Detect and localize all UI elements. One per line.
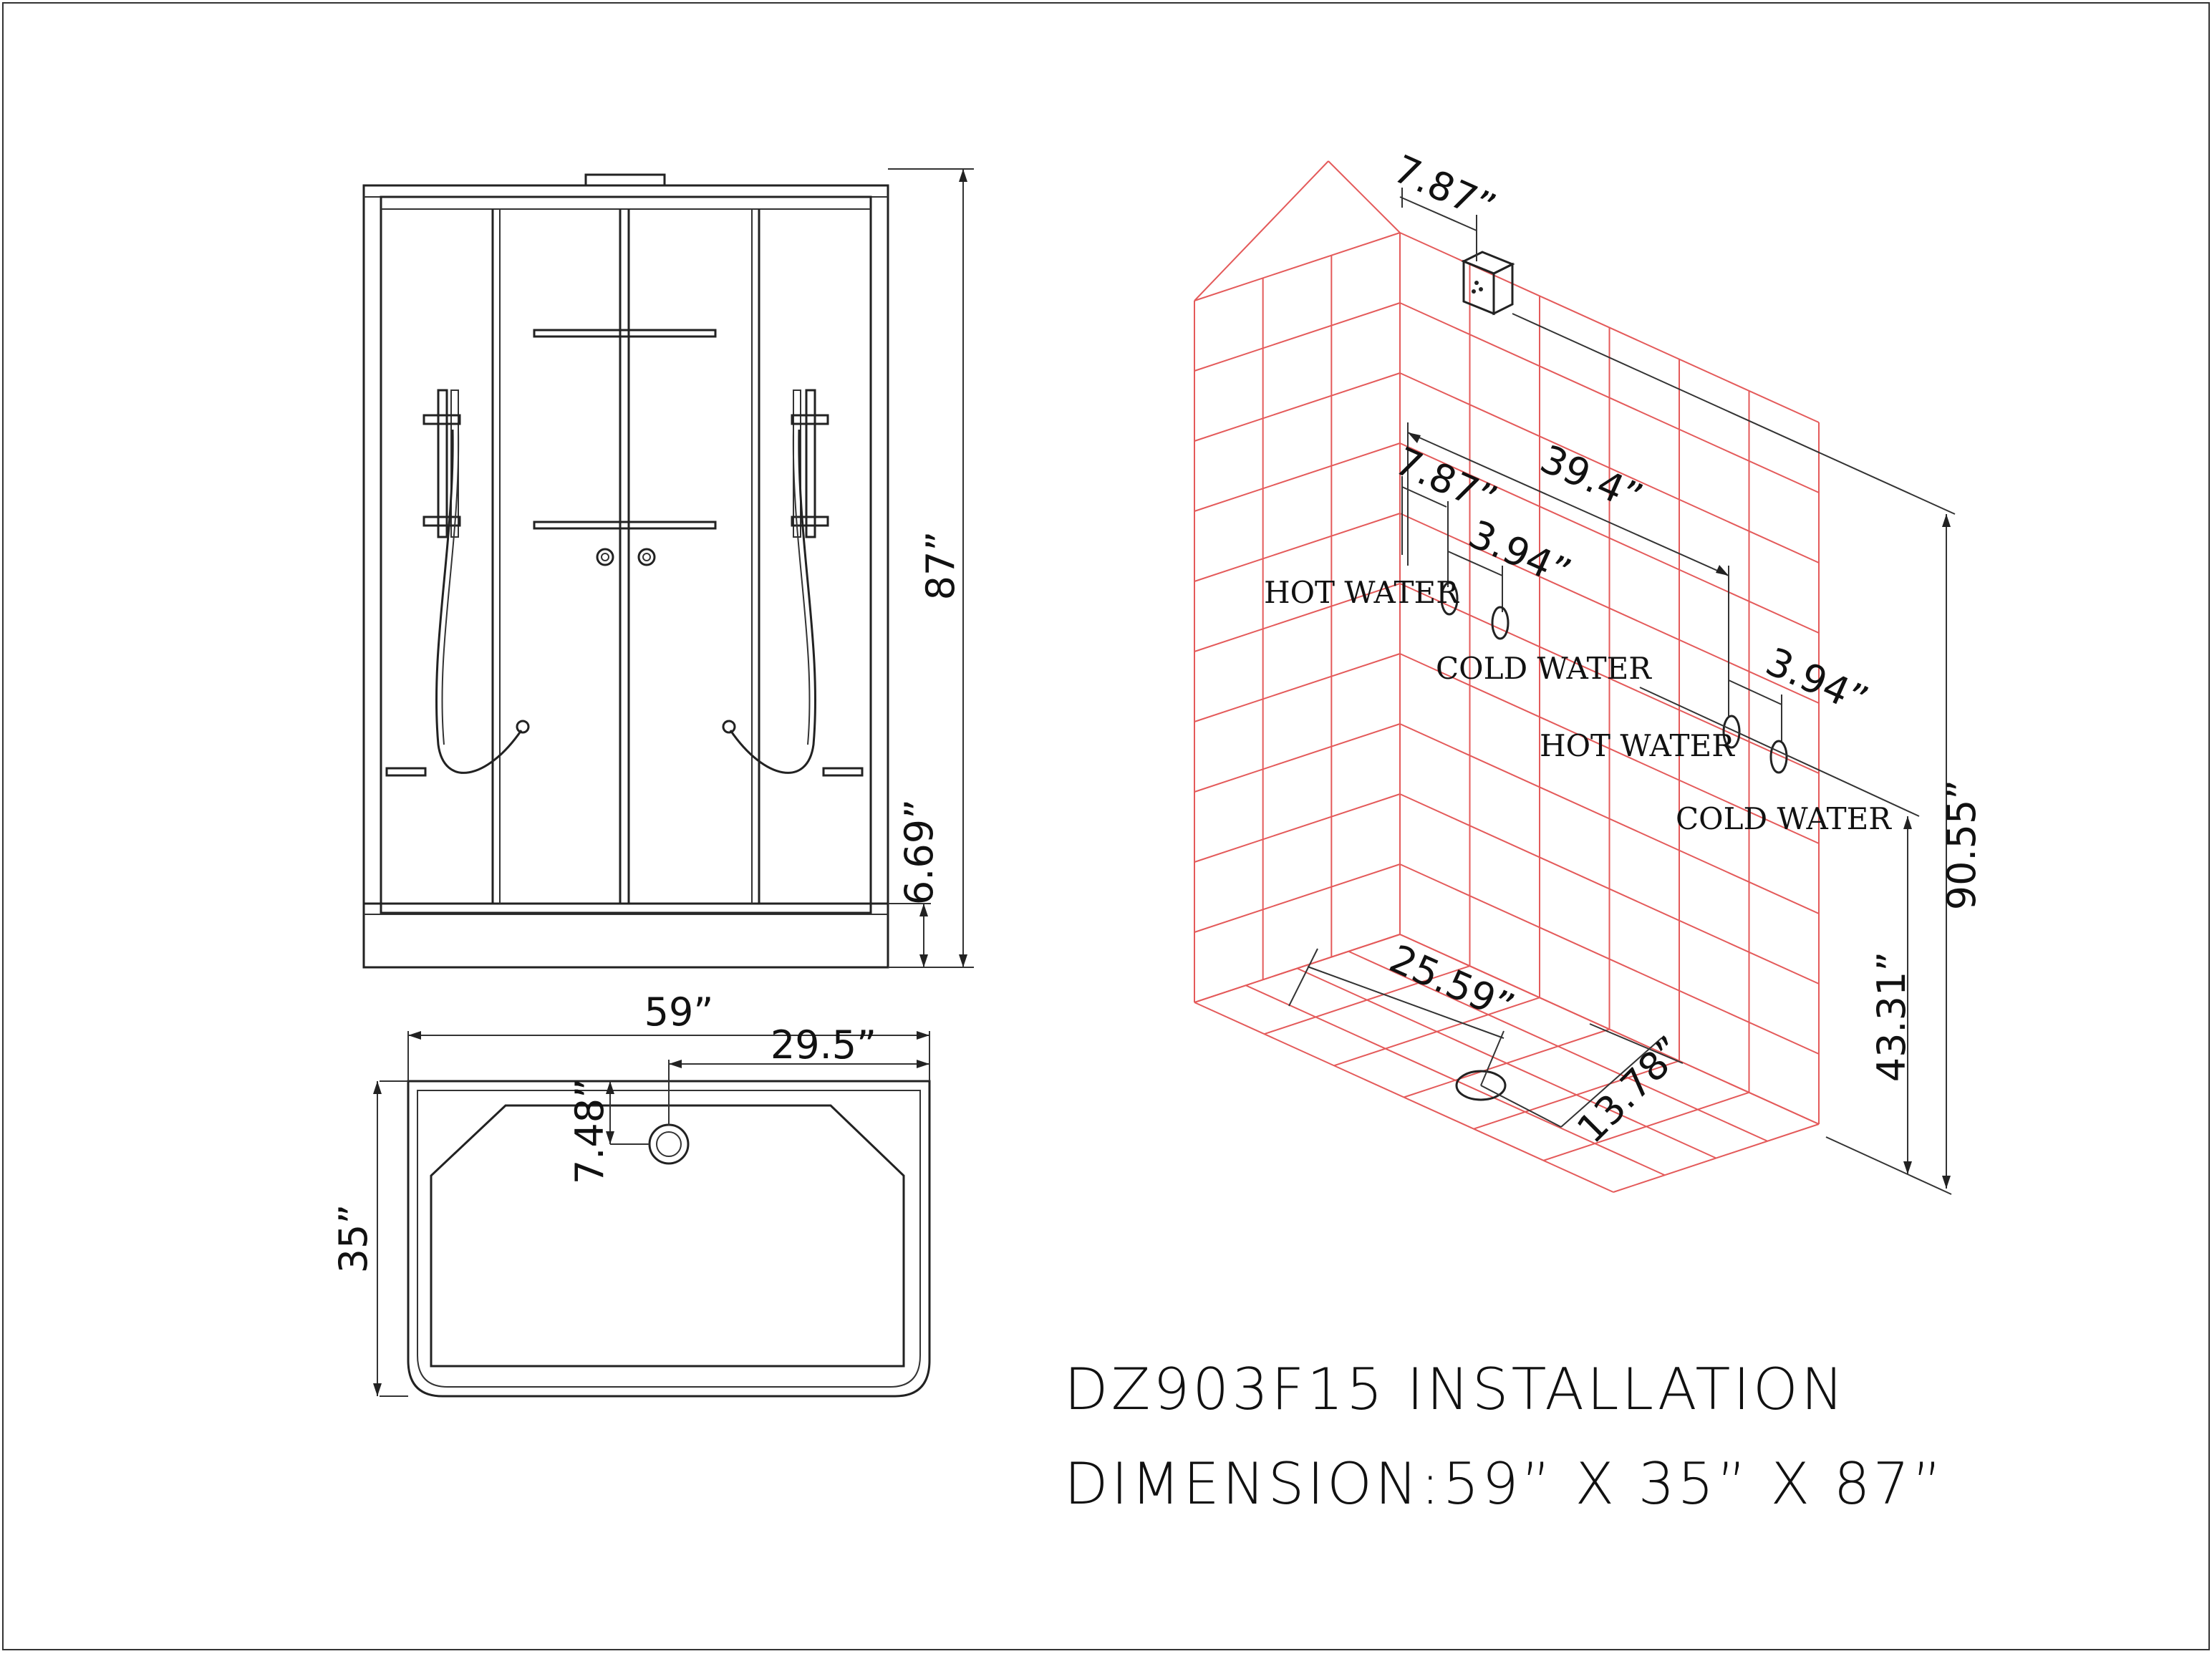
hot-water-valve-1 bbox=[1440, 581, 1459, 616]
tile-line bbox=[1399, 302, 1820, 493]
tile-line bbox=[1264, 965, 1470, 1035]
ceiling-fan-box bbox=[1461, 251, 1515, 316]
tile-line bbox=[1194, 442, 1401, 512]
tile-line bbox=[1194, 934, 1401, 1003]
tray-outline bbox=[407, 1080, 931, 1398]
cold-water-valve-1 bbox=[1491, 606, 1510, 640]
valve-height-label: 43.31” bbox=[1869, 952, 1914, 1083]
valve-span-label: 39.4” bbox=[1534, 436, 1649, 521]
tile-line bbox=[1194, 372, 1401, 442]
tile-line bbox=[1399, 863, 1820, 1055]
middle-shelf bbox=[533, 521, 717, 530]
right-valve-spacing-label: 3.94” bbox=[1759, 639, 1875, 723]
tile-line bbox=[1194, 302, 1401, 372]
tray-inner-basin bbox=[430, 1104, 905, 1368]
left-seat bbox=[385, 767, 427, 777]
upper-shelf bbox=[533, 329, 717, 338]
fan-offset-label: 7.87” bbox=[1387, 146, 1502, 231]
cold-water-valve-2 bbox=[1769, 740, 1788, 774]
tile-line bbox=[1194, 583, 1401, 652]
front-enclosure-outline bbox=[362, 184, 889, 969]
top-view: 59” 29.5” 7.48” 35” bbox=[331, 990, 931, 1398]
base-height-label: 6.69” bbox=[897, 799, 942, 905]
door-handle-right bbox=[637, 548, 656, 566]
tile-line bbox=[1194, 513, 1401, 582]
tray-depth-label: 35” bbox=[331, 1204, 376, 1274]
tile-line bbox=[1194, 160, 1329, 301]
left-valve-spacing-label: 3.94” bbox=[1462, 511, 1578, 596]
tile-line bbox=[1194, 863, 1401, 933]
tile-line bbox=[1399, 513, 1820, 704]
tile-line bbox=[1473, 1060, 1680, 1130]
floor-drain bbox=[1455, 1070, 1507, 1101]
total-height-label: 90.55” bbox=[1939, 780, 1984, 911]
drain-offset-y-label: 7.48” bbox=[567, 1078, 612, 1184]
tile-line bbox=[1194, 793, 1401, 863]
tile-line bbox=[1399, 583, 1820, 774]
tile-line bbox=[1333, 997, 1540, 1067]
tile-line bbox=[1399, 653, 1820, 844]
hot-water-label-2: HOT WATER bbox=[1540, 728, 1735, 763]
cold-water-label-2: COLD WATER bbox=[1676, 801, 1892, 836]
tile-line bbox=[1328, 160, 1401, 233]
ceiling-vent bbox=[584, 173, 666, 187]
tile-line bbox=[1543, 1091, 1749, 1161]
right-shower-rail bbox=[722, 389, 829, 774]
tile-line bbox=[1399, 372, 1820, 563]
cold-water-label-1: COLD WATER bbox=[1436, 651, 1652, 686]
install-view: 7.87” 39.4” 7.87” 3.94” HOT WATER COLD W… bbox=[1194, 146, 1984, 1195]
left-valve-offset-label: 7.87” bbox=[1388, 438, 1504, 523]
door-handle-left bbox=[596, 548, 614, 566]
model-title: DZ903F15 INSTALLATION bbox=[1064, 1356, 1847, 1423]
page-border bbox=[2, 2, 2210, 1650]
tile-line bbox=[1194, 232, 1401, 301]
front-view: 87” 6.69” bbox=[362, 168, 974, 969]
top-frame bbox=[380, 195, 872, 914]
tile-line bbox=[1194, 723, 1401, 793]
tile-line bbox=[1194, 653, 1401, 722]
hot-water-valve-2 bbox=[1722, 715, 1741, 749]
tray-width-label: 59” bbox=[644, 990, 714, 1035]
hot-water-label-1: HOT WATER bbox=[1264, 575, 1459, 610]
tile-line bbox=[1404, 1028, 1610, 1098]
left-shower-rail bbox=[422, 389, 530, 774]
tile-line bbox=[1399, 723, 1820, 914]
right-seat bbox=[822, 767, 864, 777]
tile-line bbox=[1399, 442, 1820, 634]
drain-y-label: 13.78” bbox=[1568, 1027, 1693, 1152]
tile-line bbox=[1399, 793, 1820, 984]
tile-grid bbox=[1194, 160, 1820, 1193]
drain-offset-x-label: 29.5” bbox=[771, 1022, 876, 1068]
base-tray bbox=[362, 902, 889, 969]
drain bbox=[648, 1123, 690, 1165]
tile-line bbox=[1613, 1123, 1820, 1193]
dimension-summary: DIMENSION:59” X 35” X 87” bbox=[1064, 1451, 1945, 1517]
front-height-label: 87” bbox=[918, 531, 963, 601]
